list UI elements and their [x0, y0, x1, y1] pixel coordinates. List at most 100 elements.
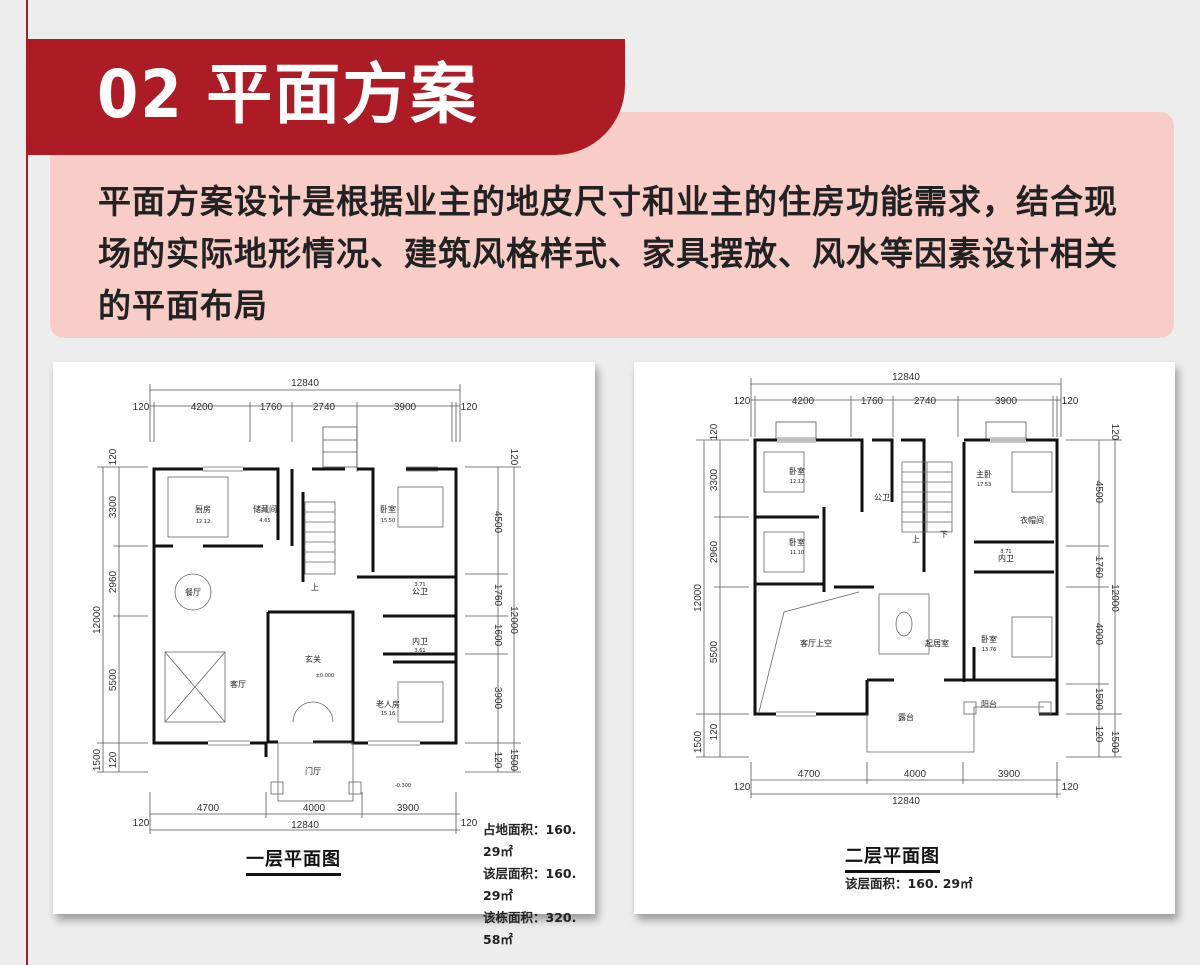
- svg-text:4500: 4500: [1093, 481, 1104, 504]
- svg-text:4200: 4200: [792, 396, 815, 407]
- svg-text:1500: 1500: [1109, 731, 1120, 754]
- svg-text:12000: 12000: [1109, 584, 1120, 612]
- svg-text:120: 120: [734, 782, 751, 793]
- svg-text:主卧: 主卧: [976, 469, 992, 479]
- svg-text:120: 120: [461, 402, 478, 413]
- left-accent-line: [26, 0, 28, 965]
- floor-plan-drawing-2: 12840 120 4200 1760 2740 3900 120 120 47…: [693, 372, 1122, 807]
- svg-text:120: 120: [709, 723, 720, 740]
- area-stats-2: 该层面积：160. 29㎡: [845, 873, 973, 895]
- area-stats-1: 占地面积：160. 29㎡ 该层面积：160. 29㎡ 该栋面积：320. 58…: [483, 819, 595, 951]
- svg-text:1500: 1500: [1093, 688, 1104, 711]
- svg-text:2960: 2960: [108, 570, 119, 593]
- svg-text:客厅: 客厅: [230, 679, 246, 689]
- svg-text:起居室: 起居室: [925, 638, 949, 648]
- svg-text:±0.000: ±0.000: [316, 673, 335, 679]
- svg-text:公卫: 公卫: [412, 587, 428, 596]
- svg-text:11.10: 11.10: [790, 550, 804, 556]
- svg-text:15.16: 15.16: [381, 711, 395, 717]
- svg-text:1500: 1500: [693, 730, 704, 753]
- svg-text:15.50: 15.50: [381, 518, 395, 524]
- svg-text:12840: 12840: [291, 820, 319, 831]
- svg-text:1760: 1760: [861, 396, 884, 407]
- section-title: 02 平面方案: [97, 56, 479, 133]
- svg-text:120: 120: [1062, 396, 1079, 407]
- svg-text:120: 120: [1109, 424, 1120, 441]
- svg-text:1500: 1500: [508, 749, 519, 772]
- floor-plan-card-2: 12840 120 4200 1760 2740 3900 120 120 47…: [634, 362, 1175, 914]
- section-description: 平面方案设计是根据业主的地皮尺寸和业主的住房功能需求，结合现场的实际地形情况、建…: [98, 182, 1118, 325]
- svg-text:3.71: 3.71: [414, 582, 425, 588]
- svg-text:4200: 4200: [191, 402, 214, 413]
- svg-text:17.53: 17.53: [977, 482, 991, 488]
- svg-text:12.12: 12.12: [196, 519, 210, 525]
- svg-text:120: 120: [492, 752, 503, 769]
- svg-text:2960: 2960: [709, 540, 720, 563]
- svg-text:5500: 5500: [709, 640, 720, 663]
- area-stat-land: 占地面积：160. 29㎡: [483, 822, 577, 859]
- svg-text:4700: 4700: [197, 803, 220, 814]
- section-header: 02 平面方案: [27, 39, 625, 155]
- svg-text:120: 120: [108, 751, 119, 768]
- svg-text:卧室: 卧室: [789, 466, 805, 476]
- svg-text:-0.300: -0.300: [395, 783, 411, 789]
- svg-text:餐厅: 餐厅: [185, 588, 201, 597]
- svg-text:上: 上: [912, 535, 920, 544]
- svg-text:内卫: 内卫: [998, 553, 1014, 563]
- svg-text:5500: 5500: [108, 668, 119, 691]
- svg-text:12000: 12000: [92, 606, 103, 634]
- svg-text:玄关: 玄关: [305, 654, 321, 664]
- svg-text:储藏间: 储藏间: [253, 504, 277, 514]
- svg-text:卧室: 卧室: [789, 537, 805, 547]
- svg-text:露台: 露台: [898, 712, 914, 722]
- svg-text:内卫: 内卫: [412, 636, 428, 646]
- svg-text:4500: 4500: [492, 511, 503, 534]
- svg-text:3900: 3900: [995, 396, 1018, 407]
- svg-text:120: 120: [1062, 782, 1079, 793]
- svg-text:厨房: 厨房: [195, 504, 211, 514]
- svg-text:客厅上空: 客厅上空: [800, 638, 832, 648]
- svg-text:1760: 1760: [492, 584, 503, 607]
- svg-text:下: 下: [940, 530, 948, 539]
- floor-plan-title-2: 二层平面图: [845, 842, 940, 873]
- svg-text:120: 120: [709, 423, 720, 440]
- svg-text:1500: 1500: [92, 748, 103, 771]
- svg-text:卧室: 卧室: [981, 634, 997, 644]
- svg-text:12840: 12840: [892, 796, 920, 807]
- svg-text:120: 120: [734, 396, 751, 407]
- area-stat-floor: 该层面积：160. 29㎡: [845, 876, 973, 891]
- svg-text:2740: 2740: [914, 396, 937, 407]
- svg-text:120: 120: [508, 449, 519, 466]
- svg-text:1600: 1600: [492, 624, 503, 647]
- svg-text:老人房: 老人房: [376, 699, 400, 709]
- floor-plan-title-1: 一层平面图: [246, 845, 341, 876]
- svg-text:3900: 3900: [397, 803, 420, 814]
- svg-text:3.71: 3.71: [1000, 549, 1011, 555]
- floor-plan-card-1: 12840 120 4200 1760 2740 3900 120 120 47…: [53, 362, 595, 947]
- svg-text:3900: 3900: [492, 687, 503, 710]
- svg-text:12840: 12840: [892, 372, 920, 383]
- svg-text:12000: 12000: [508, 606, 519, 634]
- svg-text:4000: 4000: [904, 769, 927, 780]
- svg-text:120: 120: [108, 448, 119, 465]
- area-stat-building: 该栋面积：320. 58㎡: [483, 910, 577, 947]
- svg-text:上: 上: [311, 583, 319, 592]
- svg-text:3300: 3300: [108, 495, 119, 518]
- svg-text:2740: 2740: [313, 402, 336, 413]
- svg-text:120: 120: [1093, 726, 1104, 743]
- svg-text:3300: 3300: [709, 468, 720, 491]
- svg-text:公卫: 公卫: [874, 493, 890, 502]
- svg-text:3900: 3900: [998, 769, 1021, 780]
- svg-text:12840: 12840: [291, 378, 319, 389]
- svg-text:4700: 4700: [798, 769, 821, 780]
- svg-text:衣帽间: 衣帽间: [1020, 515, 1044, 525]
- svg-text:12.12: 12.12: [790, 479, 804, 485]
- svg-text:120: 120: [461, 818, 478, 829]
- svg-text:3900: 3900: [394, 402, 417, 413]
- svg-text:4000: 4000: [1093, 623, 1104, 646]
- svg-text:13.76: 13.76: [982, 647, 996, 653]
- svg-text:12000: 12000: [693, 584, 704, 612]
- svg-text:卧室: 卧室: [380, 504, 396, 514]
- svg-text:1760: 1760: [1093, 556, 1104, 579]
- svg-text:1760: 1760: [260, 402, 283, 413]
